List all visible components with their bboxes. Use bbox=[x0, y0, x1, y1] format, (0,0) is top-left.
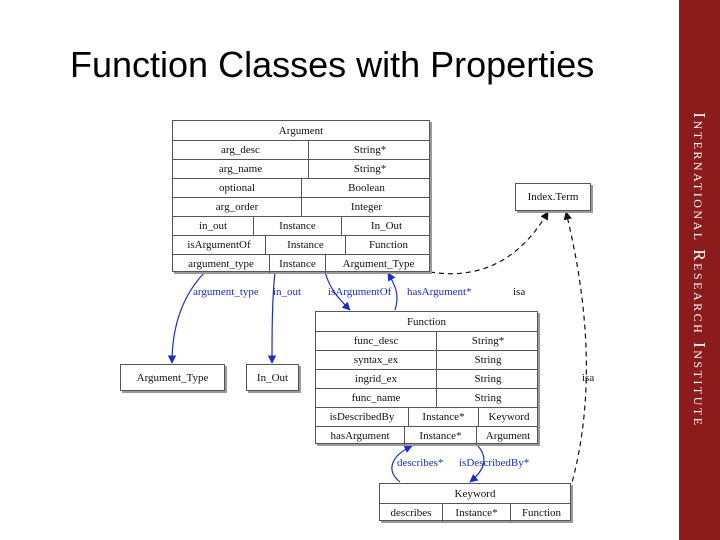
row-target: Argument bbox=[476, 427, 539, 445]
row-label: hasArgument bbox=[330, 430, 390, 442]
edge-label-has-argument: hasArgument* bbox=[407, 286, 472, 298]
slide-title: Function Classes with Properties bbox=[70, 44, 595, 85]
keyword-title: Keyword bbox=[454, 487, 496, 500]
row-label: syntax_ex bbox=[353, 354, 399, 366]
argument-class-box: Argument arg_desc String* arg_name Strin… bbox=[172, 120, 430, 273]
row-target: Function bbox=[345, 236, 431, 254]
edge-isa-keyword bbox=[563, 211, 587, 491]
keyword-row: describes Instance* Function bbox=[380, 503, 570, 522]
edge-label-describes: describes* bbox=[397, 457, 444, 469]
index-term-box: Index.Term bbox=[515, 183, 591, 211]
keyword-class-box: Keyword describes Instance* Function bbox=[379, 483, 571, 522]
row-label: func_desc bbox=[353, 335, 399, 347]
row-label: isArgumentOf bbox=[187, 239, 251, 251]
argument-header: Argument bbox=[173, 121, 429, 140]
row-type: Instance* bbox=[408, 408, 478, 426]
row-type: Integer bbox=[301, 198, 431, 216]
row-label: ingrid_ex bbox=[354, 373, 398, 385]
edge-has-argument bbox=[387, 272, 398, 311]
row-target: In_Out bbox=[341, 217, 431, 235]
argument-type-box: Argument_Type bbox=[120, 364, 225, 391]
function-row: isDescribedBy Instance* Keyword bbox=[316, 407, 537, 426]
edges-layer bbox=[167, 211, 587, 491]
argument-row: isArgumentOf Instance Function bbox=[173, 235, 429, 254]
row-type: String* bbox=[308, 141, 431, 159]
argument-row: arg_order Integer bbox=[173, 197, 429, 216]
row-label: arg_name bbox=[218, 163, 263, 175]
function-header: Function bbox=[316, 312, 537, 331]
edge-isa-argument bbox=[429, 211, 549, 275]
row-type: Boolean bbox=[301, 179, 431, 197]
argument-row: arg_name String* bbox=[173, 159, 429, 178]
in-out-box: In_Out bbox=[246, 364, 299, 391]
function-row: ingrid_ex String bbox=[316, 369, 537, 388]
row-label: describes bbox=[390, 507, 432, 519]
row-type: String bbox=[436, 389, 539, 407]
function-row: syntax_ex String bbox=[316, 350, 537, 369]
row-label: optional bbox=[218, 182, 256, 194]
row-target: Argument_Type bbox=[325, 255, 431, 273]
edge-is-described-by bbox=[469, 445, 485, 483]
edge-label-is-described-by: isDescribedBy* bbox=[459, 457, 530, 469]
edge-in-out bbox=[267, 271, 277, 364]
function-class-box: Function func_desc String* syntax_ex Str… bbox=[315, 311, 538, 445]
argument-row: arg_desc String* bbox=[173, 140, 429, 159]
edge-label-argument-type: argument_type bbox=[193, 286, 259, 298]
function-title: Function bbox=[406, 315, 447, 328]
edge-label-in-out: in_out bbox=[273, 286, 302, 298]
keyword-header: Keyword bbox=[380, 484, 570, 503]
row-type: Instance bbox=[265, 236, 345, 254]
row-target: Keyword bbox=[478, 408, 539, 426]
argument-title: Argument bbox=[278, 124, 324, 137]
function-row: func_desc String* bbox=[316, 331, 537, 350]
row-type: Instance* bbox=[404, 427, 476, 445]
function-row: func_name String bbox=[316, 388, 537, 407]
row-type: String bbox=[436, 351, 539, 369]
argument-row: argument_type Instance Argument_Type bbox=[173, 254, 429, 273]
row-label: arg_desc bbox=[221, 144, 260, 156]
function-row: hasArgument Instance* Argument bbox=[316, 426, 537, 445]
row-type: String* bbox=[308, 160, 431, 178]
row-label: argument_type bbox=[188, 258, 254, 270]
row-type: Instance bbox=[269, 255, 325, 273]
row-type: Instance* bbox=[442, 504, 510, 522]
row-label: isDescribedBy bbox=[329, 411, 395, 423]
edge-label-is-argument-of: isArgumentOf bbox=[328, 286, 392, 298]
side-banner: International Research Institute bbox=[679, 0, 720, 540]
row-label: arg_order bbox=[215, 201, 259, 213]
edge-label-isa: isa bbox=[582, 372, 595, 384]
edge-label-isa: isa bbox=[513, 286, 526, 298]
argument-row: in_out Instance In_Out bbox=[173, 216, 429, 235]
institute-name: International Research Institute bbox=[690, 112, 709, 428]
row-type: String bbox=[436, 370, 539, 388]
argument-row: optional Boolean bbox=[173, 178, 429, 197]
row-type: Instance bbox=[253, 217, 341, 235]
edge-describes bbox=[391, 445, 413, 483]
row-label: in_out bbox=[198, 220, 228, 232]
edge-argument-type bbox=[167, 271, 206, 364]
edge-is-argument-of bbox=[324, 271, 351, 311]
row-type: String* bbox=[436, 332, 539, 350]
row-target: Function bbox=[510, 504, 572, 522]
row-label: func_name bbox=[351, 392, 401, 404]
